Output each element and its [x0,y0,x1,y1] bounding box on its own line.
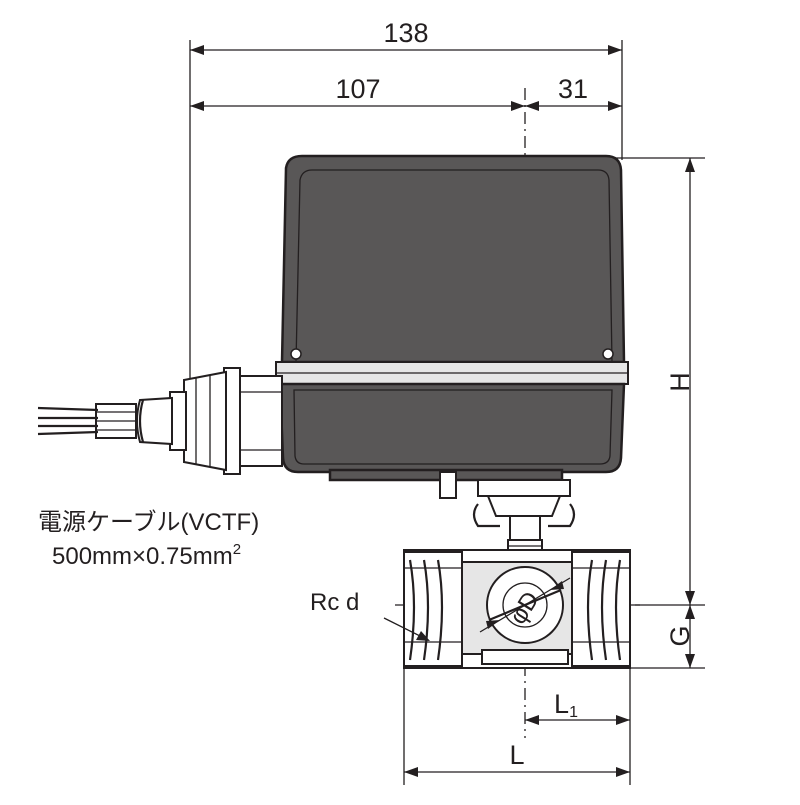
dimension-l1-label: L1 [554,689,578,721]
dimension-length: L [404,740,630,777]
dimension-138-label: 138 [383,18,428,48]
dimension-g-label: G [665,625,695,646]
cable-spec-line1: 電源ケーブル(VCTF) [38,509,259,536]
valve-body [403,549,631,669]
dimension-l-label: L [509,740,524,770]
dimension-31-label: 31 [558,74,588,104]
dimension-h-label: H [665,372,695,392]
cable-spec-label: 電源ケーブル(VCTF) 500mm×0.75mm2 [38,509,259,570]
dimension-107-label: 107 [335,74,380,104]
extension-lines [189,40,705,785]
dimension-height: H [665,158,695,605]
dimension-overall-width: 138 [190,18,622,55]
cable-spec-line2: 500mm×0.75mm2 [52,541,241,570]
cable-gland [169,367,283,475]
port-thread-label: Rc d [310,589,359,616]
actuator-housing [275,154,629,499]
dimension-half-length: L1 [525,689,630,725]
power-cable [37,396,173,446]
dimension-left-width: 107 [190,74,525,111]
dimension-right-width: 31 [525,74,622,111]
port-thread-callout: Rc d [310,589,430,641]
dimension-center-height: G [665,605,695,668]
stem-coupling [472,479,576,567]
